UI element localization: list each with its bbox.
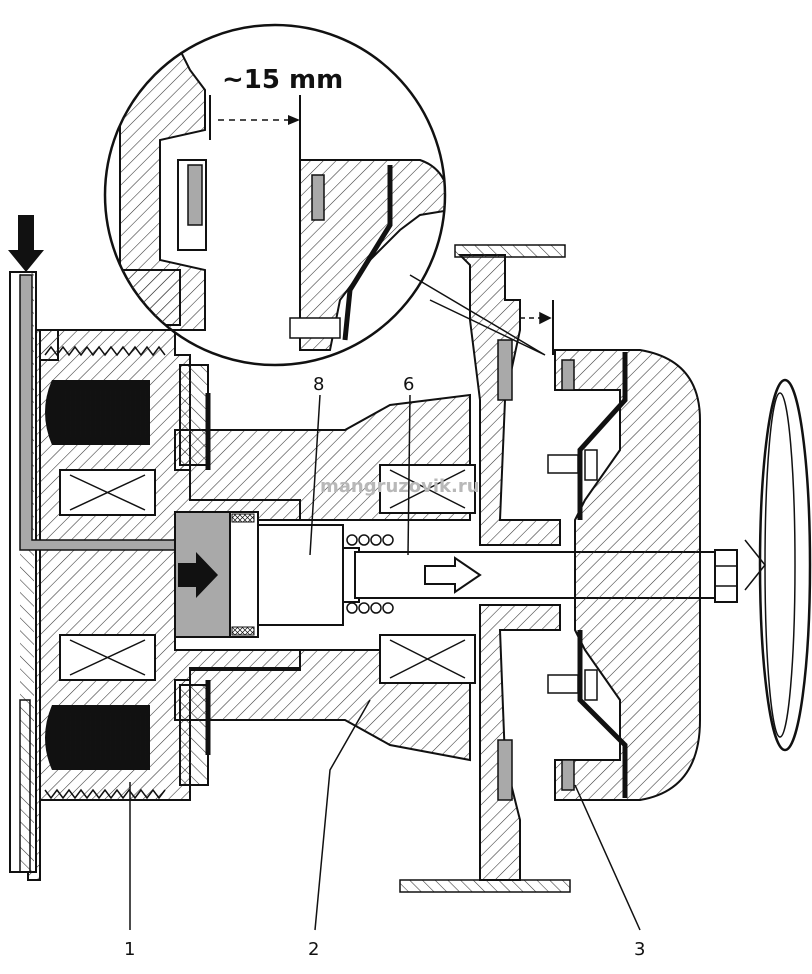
piston-chamber: [174, 511, 259, 638]
shaft-motion-arrow: [424, 556, 482, 594]
oil-inlet-arrow: [8, 215, 44, 272]
label-6: 6: [403, 374, 414, 395]
label-3: 3: [634, 939, 645, 960]
pulley-teeth: [44, 345, 166, 800]
leader-lines: [129, 394, 641, 931]
dimension-label: ~15 mm: [222, 65, 343, 95]
fan-pulley: [744, 378, 812, 752]
gap-marker: [520, 300, 554, 355]
label-1: 1: [124, 939, 135, 960]
impeller: [547, 349, 701, 801]
label-8: 8: [313, 374, 324, 395]
piston-push-arrow: [178, 552, 218, 598]
bearing-left-upper: [59, 469, 156, 516]
ball-bearings: [346, 534, 394, 614]
coil-lower: [45, 705, 150, 770]
watermark: mangruzovik.ru: [320, 476, 480, 497]
detail-zoom: ~15 mm: [103, 23, 546, 367]
piston-8: [257, 524, 360, 626]
pump-body: [399, 244, 571, 893]
label-2: 2: [308, 939, 319, 960]
bearing-center-lower: [379, 634, 476, 684]
bearing-center-upper: [379, 464, 476, 514]
coil-upper: [45, 380, 150, 445]
bearing-left-lower: [59, 634, 156, 681]
